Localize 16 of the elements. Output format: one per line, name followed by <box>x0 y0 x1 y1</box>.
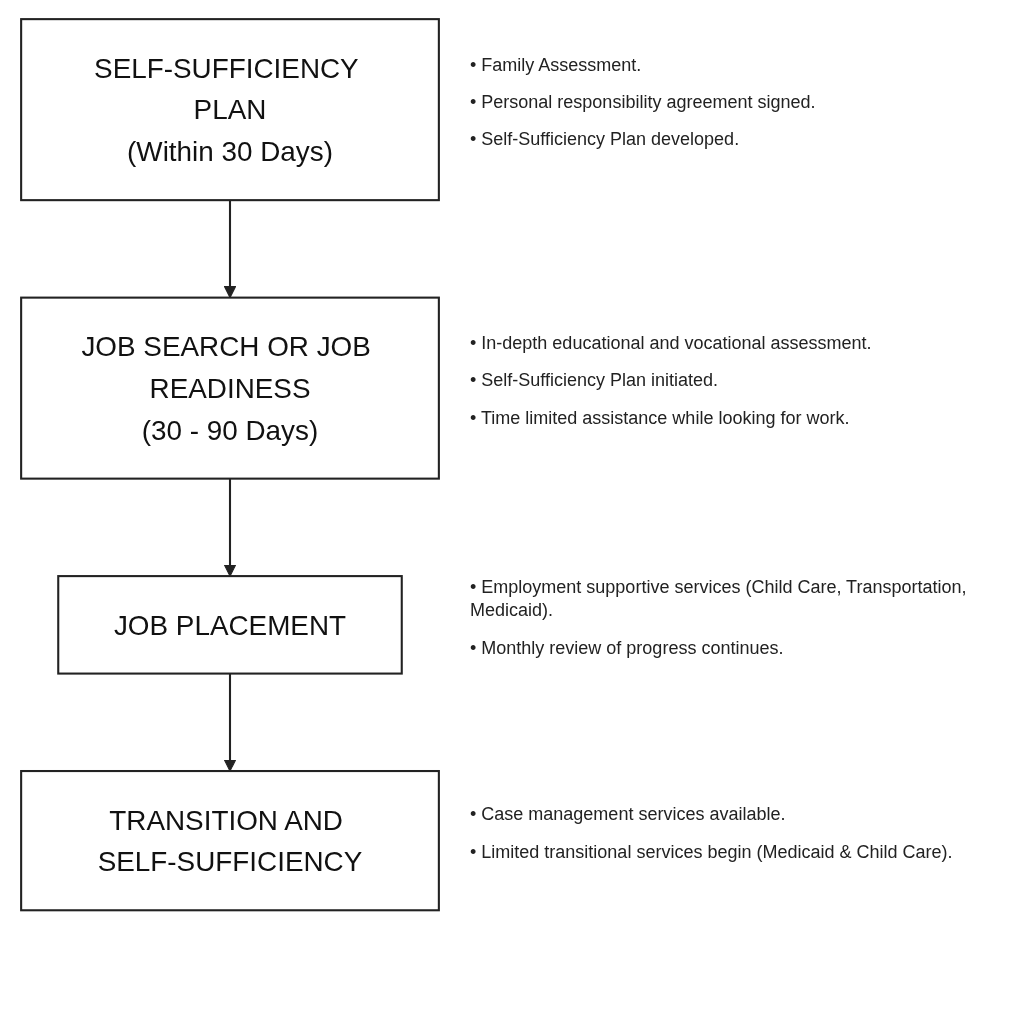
bullet-note: • Personal responsibility agreement signed. <box>470 90 817 114</box>
bullet-note: • Case management services available. <box>470 803 787 827</box>
arrow <box>223 673 237 772</box>
node-box: TRANSITION AND SELF-SUFFICIENCY <box>20 770 440 912</box>
arrow <box>223 478 237 577</box>
node-box: JOB PLACEMENT <box>57 575 403 675</box>
node-box: JOB SEARCH OR JOB READINESS (30 - 90 Days) <box>20 296 440 480</box>
bullet-note: • In-depth educational and vocational assessment. <box>470 332 873 356</box>
bullet-note: • Time limited assistance while looking for work. <box>470 406 851 430</box>
bullet-note: • Self-Sufficiency Plan developed. <box>470 128 741 152</box>
bullet-note: • Self-Sufficiency Plan initiated. <box>470 369 720 393</box>
bullet-note: • Monthly review of progress continues. <box>470 636 785 660</box>
bullet-note: • Limited transitional services begin (Medicaid & Child Care). <box>470 840 954 864</box>
bullet-note: • Employment supportive services (Child Care, Transportation, Medicaid). <box>470 575 968 623</box>
bullet-note: • Family Assessment. <box>470 53 643 77</box>
node-box: SELF-SUFFICIENCY PLAN (Within 30 Days) <box>20 18 440 202</box>
